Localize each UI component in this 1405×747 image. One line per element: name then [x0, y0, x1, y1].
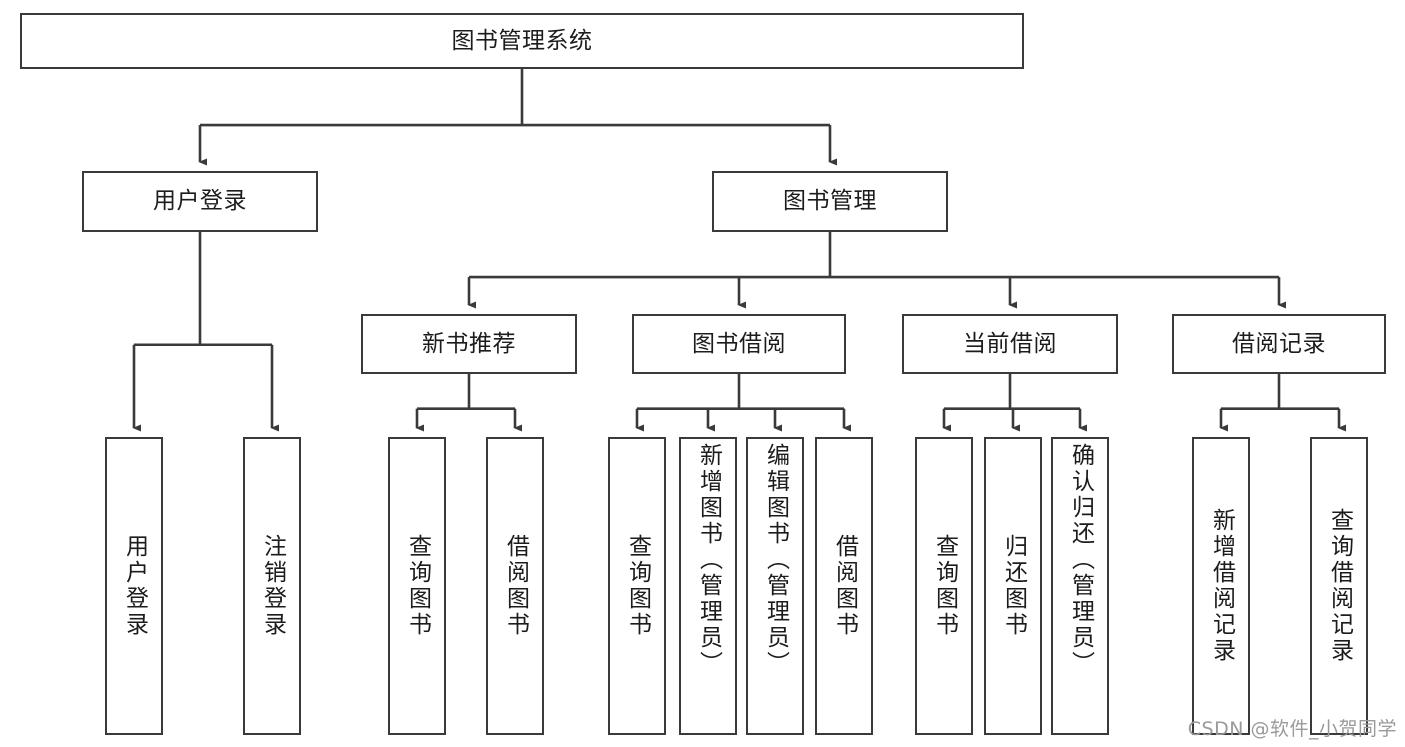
node-label: 图书管理系统 [451, 27, 593, 54]
node-label: 图书管理 [783, 188, 877, 215]
node-label: 编辑图书（管理员） [762, 443, 789, 677]
node-current-borrow[interactable]: 当前借阅 [902, 314, 1118, 374]
leaf-leaf-return-book[interactable]: 归还图书 [984, 437, 1042, 735]
leaf-leaf-query-book-3[interactable]: 查询图书 [915, 437, 973, 735]
leaf-leaf-user-login[interactable]: 用户登录 [105, 437, 163, 735]
node-book-manage[interactable]: 图书管理 [712, 171, 948, 232]
node-label: 新增借阅记录 [1208, 508, 1235, 664]
node-label: 新增图书（管理员） [695, 443, 722, 677]
node-user-login[interactable]: 用户登录 [82, 171, 318, 232]
edges-group [132, 69, 1347, 432]
leaf-leaf-edit-book[interactable]: 编辑图书（管理员） [746, 437, 804, 735]
watermark-credit: CSDN @软件_小贺同学 [1187, 718, 1397, 740]
node-label: 借阅图书 [502, 534, 529, 638]
leaf-leaf-query-book-2[interactable]: 查询图书 [608, 437, 666, 735]
node-label: 图书借阅 [692, 330, 786, 357]
node-label: 用户登录 [153, 188, 247, 215]
node-label: 归还图书 [1000, 534, 1027, 638]
node-borrow-record[interactable]: 借阅记录 [1172, 314, 1386, 374]
node-label: 确认归还（管理员） [1067, 443, 1094, 677]
node-label: 用户登录 [121, 534, 148, 638]
leaf-leaf-query-record[interactable]: 查询借阅记录 [1310, 437, 1368, 735]
leaf-leaf-add-book[interactable]: 新增图书（管理员） [679, 437, 737, 735]
node-label: 新书推荐 [422, 330, 516, 357]
node-label: 当前借阅 [963, 330, 1057, 357]
node-label: 查询借阅记录 [1326, 508, 1353, 664]
node-label: 查询图书 [931, 534, 958, 638]
leaf-leaf-query-book-1[interactable]: 查询图书 [388, 437, 446, 735]
node-root[interactable]: 图书管理系统 [20, 13, 1024, 69]
node-label: 借阅图书 [831, 534, 858, 638]
node-book-borrow[interactable]: 图书借阅 [632, 314, 846, 374]
node-label: 查询图书 [624, 534, 651, 638]
leaf-leaf-add-record[interactable]: 新增借阅记录 [1192, 437, 1250, 735]
node-new-book-recommend[interactable]: 新书推荐 [361, 314, 577, 374]
node-label: 借阅记录 [1232, 330, 1326, 357]
node-label: 注销登录 [259, 534, 286, 638]
leaf-leaf-logout[interactable]: 注销登录 [243, 437, 301, 735]
leaf-leaf-borrow-book-2[interactable]: 借阅图书 [815, 437, 873, 735]
node-label: 查询图书 [404, 534, 431, 638]
leaf-leaf-confirm-return[interactable]: 确认归还（管理员） [1051, 437, 1109, 735]
leaf-leaf-borrow-book-1[interactable]: 借阅图书 [486, 437, 544, 735]
